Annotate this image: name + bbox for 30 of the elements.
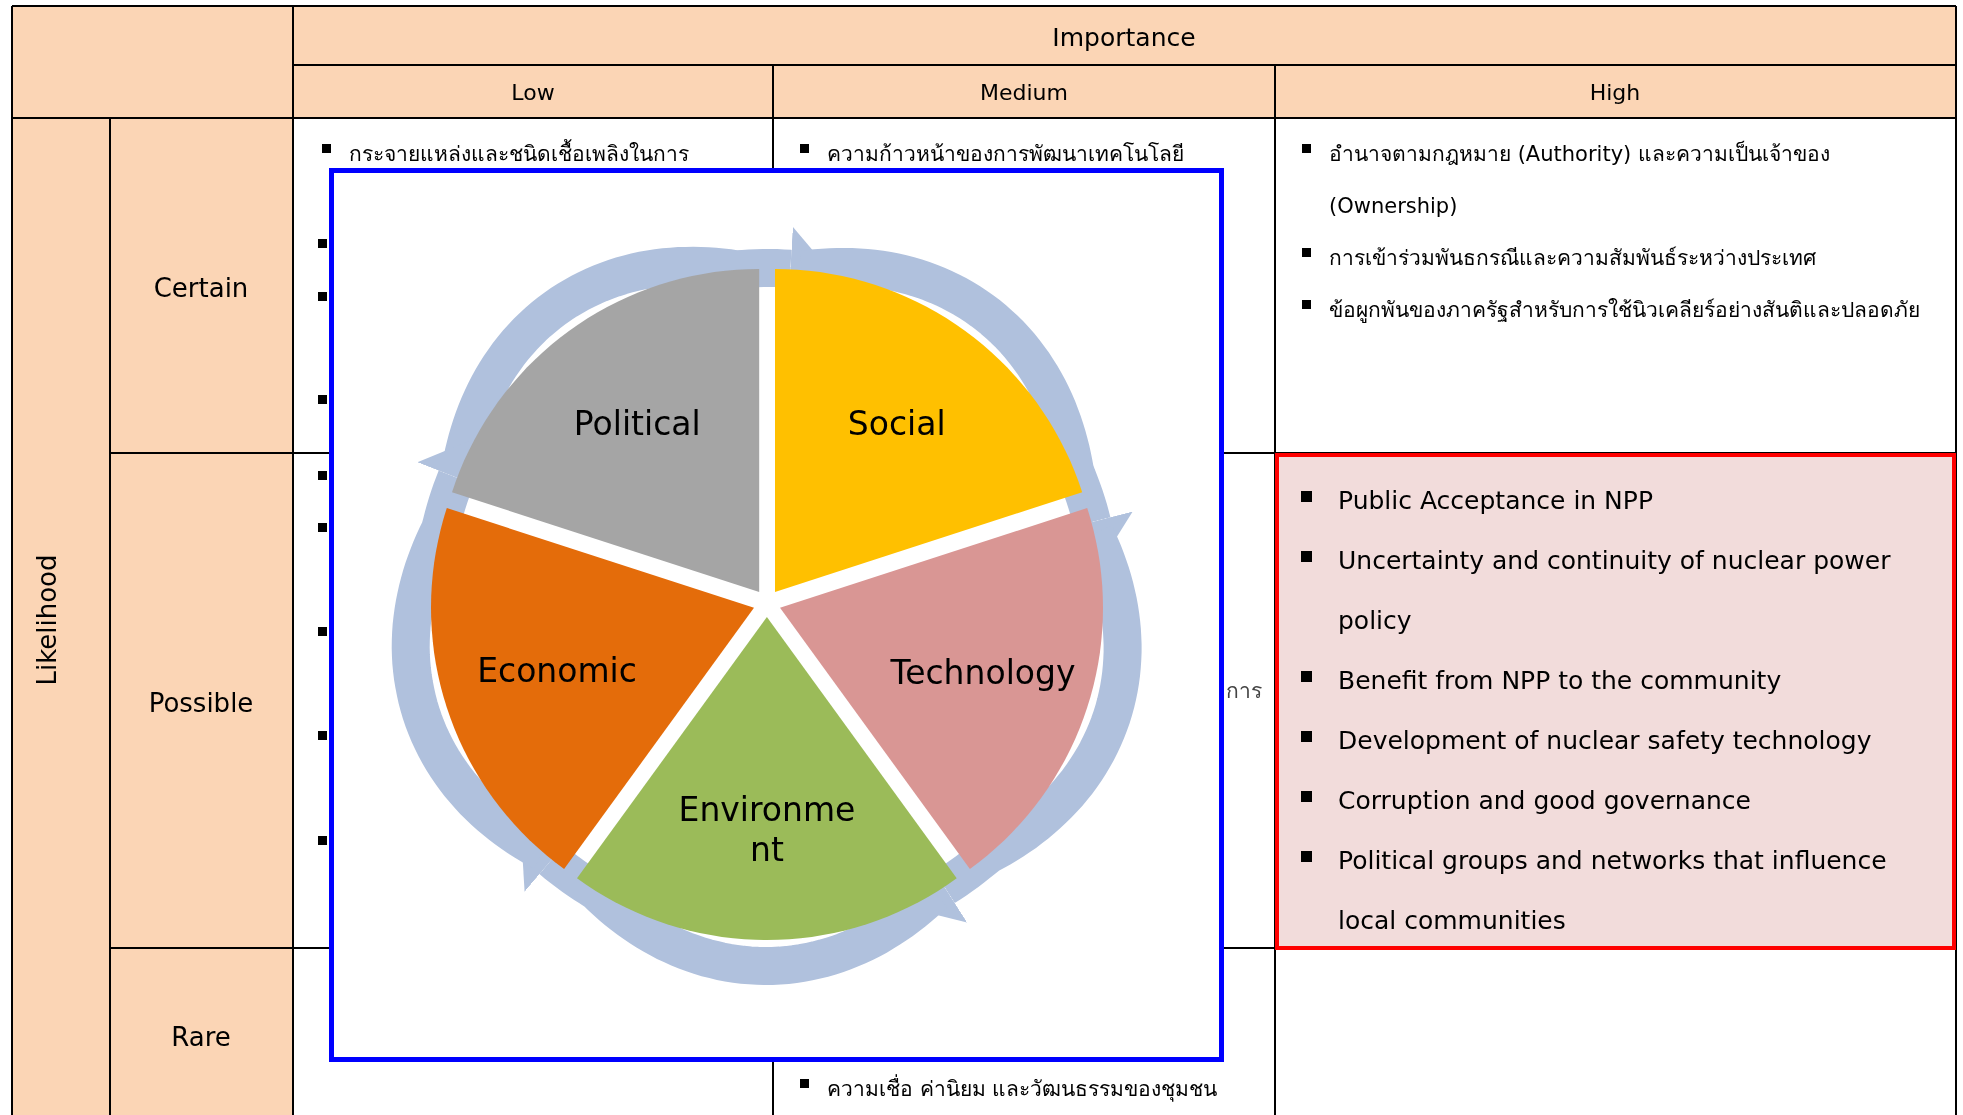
cell-text: อำนาจตามกฎหมาย (Authority) และความเป็นเจ้าของ (Ownership)	[1329, 139, 1831, 220]
cell-text: การเข้าร่วมพันธกรณีและความสัมพันธ์ระหว่างประเทศ	[1329, 245, 1816, 272]
column-header: Medium	[980, 79, 1068, 105]
cell-text: ความก้าวหน้าของการพัฒนาเทคโนโลยี	[827, 141, 1184, 168]
list-item-text: Development of nuclear safety technology	[1338, 725, 1872, 757]
list-item-text: Corruption and good governance	[1338, 785, 1751, 817]
segment-label: Technology	[890, 653, 1076, 694]
cell-text: กระจายแหล่งและชนิดเชื้อเพลิงในการ	[349, 128, 689, 180]
cell-text: ความเชื่อ ค่านิยม และวัฒนธรรมของชุมชน	[827, 1063, 1218, 1115]
column-header: Low	[511, 79, 555, 105]
cell-text: ข้อผูกพันของภาครัฐสำหรับการใช้นิวเคลียร์อย่างสันติและปลอดภัย	[1329, 297, 1920, 325]
row-header: Possible	[148, 688, 254, 718]
segment-label: Political	[573, 404, 701, 445]
highlight-box	[1275, 453, 1956, 950]
cell-text: การ	[1226, 678, 1262, 705]
row-header: Certain	[153, 273, 249, 303]
pie-segment	[775, 268, 1083, 592]
row-group-header: Likelihood	[32, 554, 62, 686]
segment-label: Social	[847, 404, 946, 445]
diagram-frame	[329, 168, 1224, 1062]
column-group-header: Importance	[1052, 22, 1196, 52]
pie-segment	[451, 268, 759, 592]
list-item-text: Political groups and networks that influence local communities	[1338, 845, 1888, 937]
list-item-text: Benefit from NPP to the community	[1338, 665, 1782, 697]
column-header: High	[1589, 79, 1641, 105]
list-item-text: Uncertainty and continuity of nuclear power policy	[1338, 545, 1892, 637]
segment-label: Environme nt	[678, 790, 856, 871]
row-header: Rare	[171, 1022, 231, 1052]
list-item-text: Public Acceptance in NPP	[1338, 485, 1653, 517]
segment-label: Economic	[477, 651, 637, 692]
